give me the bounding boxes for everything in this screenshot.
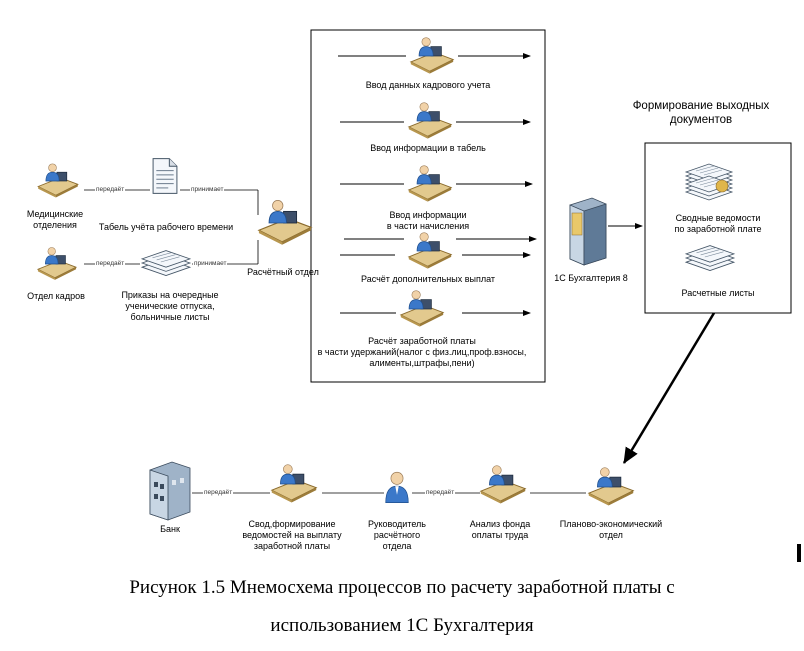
step5-label: Расчёт заработной платы в части удержани… [317, 336, 527, 368]
consolidation-desk-icon [271, 464, 317, 504]
onec-label: 1С Бухгалтерия 8 [554, 273, 628, 283]
consolidation-label: Свод,формирование ведомостей на выплату … [242, 519, 342, 551]
transfers-label-1: передаёт [95, 186, 126, 194]
med-dept-label: Медицинские отделения [26, 209, 84, 230]
orders-stack-icon [141, 250, 191, 276]
step2-label: Ввод информации в табель [370, 143, 486, 153]
caption-line-1: Рисунок 1.5 Мнемосхема процессов по расч… [129, 577, 675, 598]
timesheet-label: Табель учёта рабочего времени [98, 222, 234, 232]
orders-label: Приказы на очередные ученические отпуска… [121, 290, 219, 322]
coins-icon [715, 179, 729, 193]
analysis-desk-icon [480, 465, 526, 505]
output-title: Формирование выходных документов [632, 100, 770, 126]
planning-desk-icon [588, 467, 634, 507]
bank-icon [149, 461, 191, 521]
process-box [310, 29, 546, 383]
caption-line-2: использованием 1С Бухгалтерия [270, 615, 534, 636]
accepts-label-1: принимает [190, 186, 225, 194]
transfers-label-3: передаёт [203, 489, 234, 497]
hr-dept-label: Отдел кадров [27, 291, 85, 301]
accepts-label-2: принимает [193, 260, 228, 268]
hr-dept-icon [37, 246, 77, 281]
med-dept-icon [37, 163, 79, 199]
payroll-dept-icon [258, 199, 312, 246]
onec-server-icon [569, 197, 607, 266]
output-to-planning-arrow [622, 312, 716, 464]
summary-label: Сводные ведомости по заработной плате [674, 213, 762, 234]
analysis-label: Анализ фонда оплаты труда [469, 519, 531, 540]
edge-mark [797, 544, 801, 562]
manager-label: Руководитель расчётного отдела [368, 519, 426, 551]
step1-label: Ввод данных кадрового учета [365, 80, 491, 90]
planning-label: Планово-экономический отдел [559, 519, 663, 540]
payslips-label: Расчетные листы [681, 288, 755, 298]
bank-label: Банк [160, 524, 180, 534]
manager-person-icon [385, 471, 409, 504]
step3-label: Ввод информации в части начисления [386, 210, 470, 231]
step4-label: Расчёт дополнительных выплат [360, 274, 496, 284]
payroll-dept-label: Расчётный отдел [247, 267, 319, 277]
transfers-label-2: передаёт [95, 260, 126, 268]
transfers-label-4: передаёт [425, 489, 456, 497]
timesheet-doc-icon [152, 158, 178, 194]
